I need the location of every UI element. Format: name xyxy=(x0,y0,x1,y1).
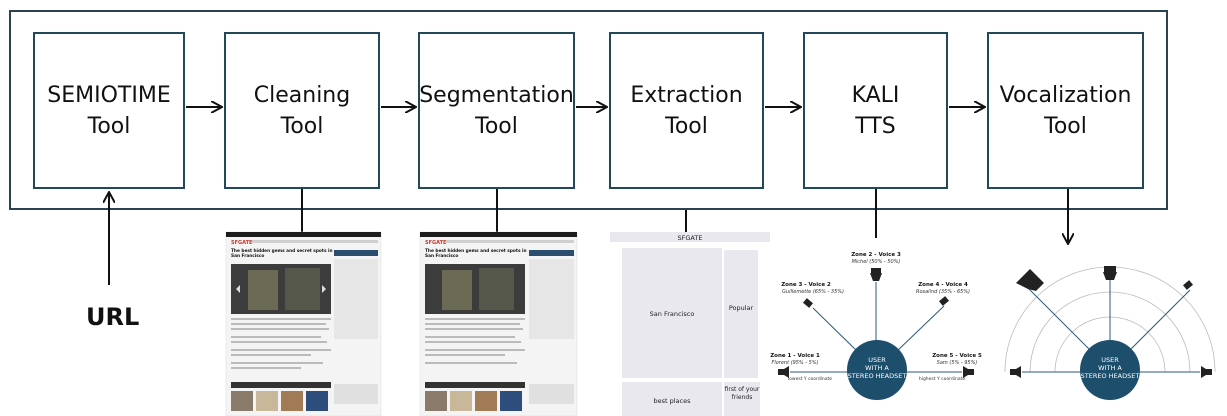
extraction-header-bar xyxy=(610,232,770,242)
segmentation-tool-label-2: Tool xyxy=(475,113,518,139)
extraction-side-block xyxy=(724,250,758,378)
vocalization-user-circle xyxy=(1080,340,1140,400)
cleaning-tool-label-2: Tool xyxy=(280,113,324,139)
tts-user-circle xyxy=(847,340,907,400)
tts-user-text-2: WITH A xyxy=(865,364,889,372)
speaker-icon xyxy=(963,366,974,378)
extraction-bottom-block xyxy=(622,382,722,416)
zone1-title: Zone 1 - Voice 1 xyxy=(770,353,820,359)
cleaning-preview-headline-2: San Francisco xyxy=(231,253,264,259)
tts-voice-zone-diagram: USER WITH A STEREO HEADSET Zone 2 - Voic… xyxy=(770,252,982,400)
segmentation-preview-headline-2: San Francisco xyxy=(425,253,458,259)
speaker-icon xyxy=(778,366,789,378)
cleaning-tool-label-1: Cleaning xyxy=(253,82,351,108)
zone2-title: Zone 2 - Voice 3 xyxy=(851,252,901,258)
zone1-subtitle: Florent (95% - 5%) xyxy=(771,360,818,366)
vocalization-tool-label-2: Tool xyxy=(1044,113,1087,139)
speaker-icon xyxy=(1201,366,1212,378)
extraction-side-text: Popular xyxy=(729,304,754,312)
segmentation-preview-headline-1: The best hidden gems and secret spots in xyxy=(425,248,527,254)
extraction-block-preview: SFGATE San Francisco Popular best places… xyxy=(610,232,770,416)
extraction-header-text: SFGATE xyxy=(678,234,703,242)
pipeline-frame xyxy=(9,10,1168,210)
zone3-title: Zone 3 - Voice 2 xyxy=(781,282,831,288)
zone1-coordinate: lowest Y coordinate xyxy=(788,376,832,382)
speaker-icon xyxy=(939,296,949,306)
vocalization-tool-label-1: Vocalization xyxy=(999,82,1132,108)
tts-user-text-1: USER xyxy=(868,356,886,364)
url-label: URL xyxy=(86,303,140,331)
cleaning-webpage-preview: SFGATE The best hidden gems and secret s… xyxy=(225,231,382,416)
zone3-subtitle: Guillemette (65% - 35%) xyxy=(782,289,844,295)
extraction-bottom-right-text-1: first of your xyxy=(725,386,760,393)
semiotime-tool-label-2: Tool xyxy=(87,113,131,139)
kali-tts-label-2: TTS xyxy=(855,113,896,139)
kali-tts-box: KALI TTS xyxy=(803,32,948,189)
tts-user-text-3: STEREO HEADSET xyxy=(848,372,907,380)
segmentation-tool-label-1: Segmentation xyxy=(419,82,574,108)
speaker-icon xyxy=(1010,366,1021,378)
extraction-bottom-right-block xyxy=(724,382,760,416)
vocalization-user-text-3: STEREO HEADSET xyxy=(1081,372,1140,380)
semiotime-tool-label-1: SEMIOTIME xyxy=(47,82,171,108)
speaker-icon xyxy=(1183,280,1193,290)
speaker-icon xyxy=(1103,266,1117,280)
semiotime-tool-box: SEMIOTIME Tool xyxy=(33,32,185,189)
cleaning-preview-headline-1: The best hidden gems and secret spots in xyxy=(231,248,333,254)
speaker-icon xyxy=(1016,269,1044,291)
zone5-coordinate: highest Y coordinate xyxy=(919,376,966,382)
zone4-subtitle: Rosalind (35% - 65%) xyxy=(916,289,970,295)
speaker-icon xyxy=(870,268,882,281)
extraction-tool-label-1: Extraction xyxy=(630,82,743,108)
extraction-main-text: San Francisco xyxy=(650,310,695,318)
segmentation-webpage-preview: SFGATE The best hidden gems and secret s… xyxy=(419,231,578,416)
zone4-title: Zone 4 - Voice 4 xyxy=(918,282,968,288)
zone5-subtitle: Sam (5% - 95%) xyxy=(937,360,978,366)
extraction-bottom-right-text-2: friends xyxy=(732,394,753,401)
vocalization-sound-diagram: USER WITH A STEREO HEADSET xyxy=(1004,266,1216,400)
segmentation-preview-logo: SFGATE xyxy=(425,240,447,246)
extraction-tool-label-2: Tool xyxy=(665,113,708,139)
cleaning-preview-logo: SFGATE xyxy=(231,240,253,246)
zone2-subtitle: Michel (50% - 50%) xyxy=(852,259,901,265)
vocalization-user-text-1: USER xyxy=(1101,356,1119,364)
extraction-main-block xyxy=(622,248,722,378)
kali-tts-label-1: KALI xyxy=(851,82,900,108)
speaker-icon xyxy=(803,298,813,308)
zone5-title: Zone 5 - Voice 5 xyxy=(932,353,982,359)
vocalization-user-text-2: WITH A xyxy=(1098,364,1122,372)
extraction-bottom-text: best places xyxy=(653,397,691,405)
